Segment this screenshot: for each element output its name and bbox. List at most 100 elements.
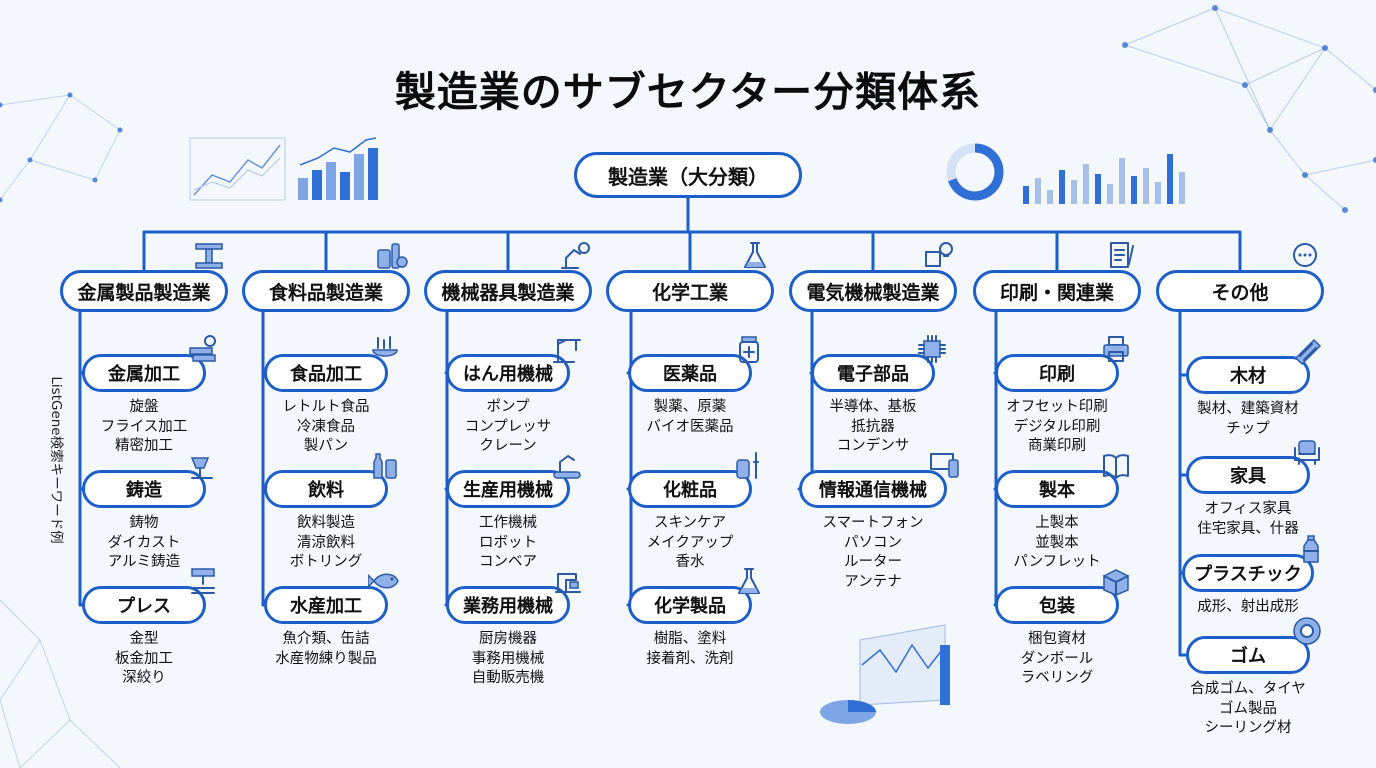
- keyword-list: 飲料製造清涼飲料ボトリング: [236, 514, 416, 573]
- keyword-item: ロボット: [479, 534, 537, 551]
- keyword-item: 合成ゴム、タイヤ: [1190, 681, 1306, 697]
- category-node: 電気機械製造業: [789, 270, 957, 312]
- fish-icon: [368, 573, 399, 589]
- keyword-list: レトルト食品冷凍食品製パン: [236, 398, 416, 457]
- keyword-item: 水産物練り製品: [275, 650, 377, 667]
- steel-beam-icon: [195, 243, 223, 269]
- food-cans-icon: [377, 243, 408, 269]
- keyword-item: 製材、建築資材: [1197, 401, 1299, 417]
- category-node: 印刷・関連業: [973, 270, 1141, 312]
- keyword-list: 工作機械ロボットコンベア: [418, 514, 598, 573]
- subcategory-node: 食品加工: [264, 354, 388, 392]
- subcategory-node: 家具: [1186, 456, 1310, 494]
- rubber-tape-icon: [1293, 617, 1321, 645]
- keyword-list: 樹脂、塗料接着剤、洗剤: [600, 630, 780, 669]
- keyword-list: スマートフォンパソコンルーターアンテナ: [783, 514, 963, 592]
- keyword-item: コンベア: [479, 554, 537, 570]
- keyword-item: デジタル印刷: [1013, 418, 1101, 435]
- subcategory-node: 木材: [1186, 356, 1310, 394]
- keyword-list: 製薬、原薬バイオ医薬品: [600, 398, 780, 437]
- keyword-item: 製パン: [303, 438, 349, 454]
- keyword-list: 半導体、基板抵抗器コンデンサ: [783, 398, 963, 457]
- keyword-item: 金型: [129, 631, 159, 647]
- keyword-item: 冷凍食品: [297, 418, 355, 435]
- category-node: 化学工業: [606, 270, 774, 312]
- keyword-item: 厨房機器: [479, 631, 537, 647]
- subcategory-node: 生産用機械: [446, 470, 570, 508]
- subcategory-node: 金属加工: [82, 354, 206, 392]
- circuit-bulb-icon: [925, 242, 953, 267]
- category-node: 食料品製造業: [242, 270, 410, 312]
- category-node: 機械器具製造業: [424, 270, 592, 312]
- box-icon: [1103, 569, 1129, 596]
- metal-bars-gear-icon: [189, 335, 216, 362]
- keyword-list: 魚介類、缶詰水産物練り製品: [236, 630, 416, 669]
- keyword-list: 厨房機器事務用機械自動販売機: [418, 630, 598, 689]
- subcategory-node: 飲料: [264, 470, 388, 508]
- keyword-item: 樹脂、塗料: [653, 631, 727, 647]
- keyword-list: 製材、建築資材チップ: [1158, 400, 1338, 439]
- keyword-item: 成形、射出成形: [1197, 599, 1299, 615]
- keyword-item: ルーター: [844, 554, 902, 570]
- keyword-item: ラベリング: [1020, 670, 1094, 686]
- keyword-item: 飲料製造: [297, 515, 355, 531]
- press-machine-icon: [191, 568, 215, 594]
- keyword-item: コンプレッサ: [464, 418, 552, 435]
- keyword-item: スマートフォン: [822, 515, 924, 531]
- printer-icon: [1103, 336, 1129, 362]
- keyword-item: ボトリング: [289, 554, 363, 570]
- keyword-list: 合成ゴム、タイヤゴム製品シーリング材: [1158, 680, 1338, 739]
- subcategory-node: 業務用機械: [446, 586, 570, 624]
- flask-icon: [744, 242, 766, 268]
- plastic-bottle-icon: [1303, 535, 1319, 563]
- armchair-icon: [1294, 440, 1320, 465]
- keyword-item: 工作機械: [479, 515, 537, 531]
- subcategory-node: 鋳造: [82, 470, 206, 508]
- category-node: その他: [1156, 270, 1324, 312]
- cosmetics-icon: [736, 452, 759, 479]
- keyword-item: 並製本: [1035, 534, 1079, 551]
- category-node: 金属製品製造業: [60, 270, 228, 312]
- keyword-item: 清涼飲料: [297, 534, 355, 551]
- keyword-item: メイクアップ: [646, 534, 734, 551]
- sewing-machine-icon: [555, 573, 581, 593]
- subcategory-node: 印刷: [995, 354, 1119, 392]
- keyword-item: 商業印刷: [1028, 438, 1086, 454]
- keyword-list: 上製本並製本パンフレット: [967, 514, 1147, 573]
- chip-icon: [918, 335, 946, 363]
- keyword-item: 旋盤: [129, 399, 159, 415]
- keyword-item: コンデンサ: [836, 438, 910, 454]
- devices-icon: [930, 453, 959, 478]
- keyword-item: アルミ鋳造: [107, 554, 181, 570]
- open-book-icon: [1103, 454, 1129, 479]
- chemical-flask-icon: [738, 568, 760, 594]
- keyword-item: シーリング材: [1204, 720, 1292, 736]
- subcategory-node: ゴム: [1186, 636, 1310, 674]
- keyword-item: 精密加工: [115, 438, 173, 454]
- casting-ladle-icon: [190, 457, 213, 479]
- keyword-list: スキンケアメイクアップ香水: [600, 514, 780, 573]
- subcategory-node: 水産加工: [264, 586, 388, 624]
- robot-arm-gear-icon: [561, 242, 590, 269]
- gear-dots-icon: [1293, 243, 1317, 267]
- keyword-item: 接着剤、洗剤: [646, 650, 734, 667]
- food-bowl-icon: [372, 336, 398, 357]
- bottles-icon: [373, 453, 397, 479]
- medicine-bottle-icon: [739, 336, 759, 363]
- subcategory-node: はん用機械: [446, 354, 570, 392]
- keyword-item: オフセット印刷: [1006, 399, 1108, 415]
- keyword-item: バイオ医薬品: [646, 418, 734, 435]
- subcategory-node: プレス: [82, 586, 206, 624]
- keyword-list: 梱包資材ダンボールラベリング: [967, 630, 1147, 689]
- subcategory-node: 医薬品: [628, 354, 752, 392]
- keyword-item: ダイカスト: [107, 534, 181, 551]
- document-pen-icon: [1110, 242, 1134, 268]
- keyword-list: 成形、射出成形: [1158, 598, 1338, 618]
- keyword-item: 香水: [675, 554, 705, 570]
- wood-log-icon: [1294, 338, 1322, 366]
- conveyor-robot-icon: [553, 455, 581, 479]
- keyword-item: 鋳物: [129, 515, 159, 531]
